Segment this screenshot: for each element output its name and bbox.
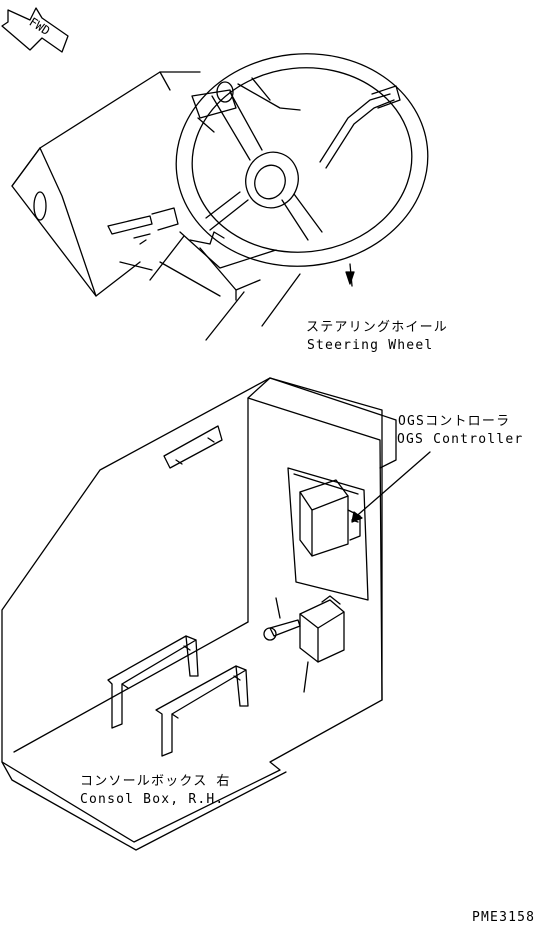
- steering-wheel-label-ja: ステアリングホイール: [306, 320, 449, 335]
- relay-leader: [303, 661, 309, 693]
- figure-code: PME3158: [472, 910, 536, 925]
- ogs-controller-label-en: OGS Controller: [397, 432, 524, 447]
- forward-arrow-icon: [1, 7, 69, 53]
- console-box-label-ja: コンソールボックス 右: [80, 774, 231, 789]
- ogs-controller-leader: [351, 451, 431, 521]
- floor-bracket-right: [155, 665, 249, 757]
- floor-bracket-left: [107, 635, 199, 729]
- ogs-controller-label-ja: OGSコントローラ: [398, 414, 511, 429]
- steering-wheel: [175, 53, 429, 267]
- bolt-icon: [263, 597, 301, 641]
- relay-unit: [299, 595, 345, 663]
- steering-wheel-label-en: Steering Wheel: [307, 338, 434, 353]
- console-box-label-en: Consol Box, R.H.: [80, 792, 225, 807]
- dashboard-assembly: [11, 71, 301, 341]
- console-box: [1, 377, 397, 851]
